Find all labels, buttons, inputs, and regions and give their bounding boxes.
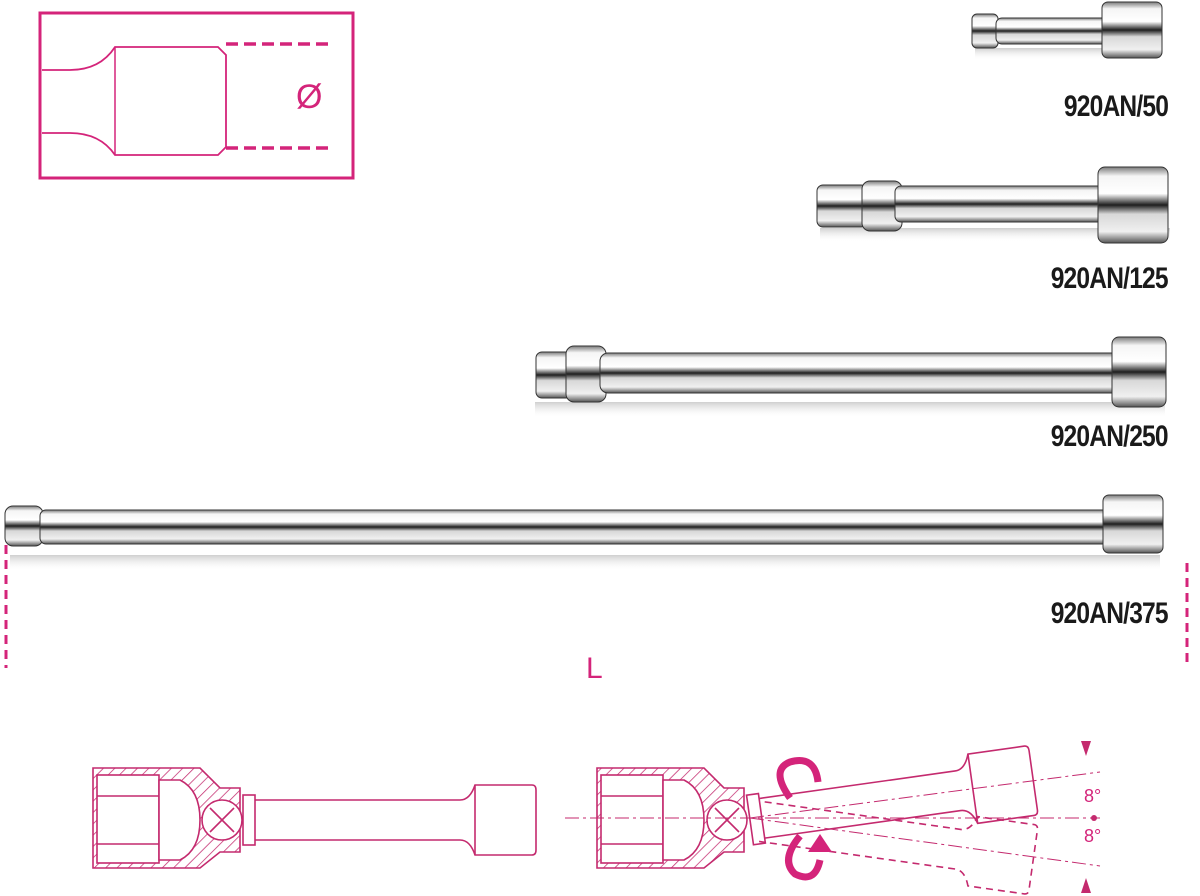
bar-920an-250 <box>535 336 1167 418</box>
diameter-symbol: Ø <box>296 78 323 116</box>
length-label: L <box>586 652 603 685</box>
product-code-920an-50: 920AN/50 <box>1063 90 1169 123</box>
bar-920an-375 <box>4 494 1164 571</box>
product-code-920an-250: 920AN/250 <box>1050 420 1169 453</box>
upper-angle-label: 8° <box>1084 786 1102 806</box>
lower-angle-label: 8° <box>1084 826 1102 846</box>
bar-920an-50 <box>971 1 1163 60</box>
rotation-arrow-top-icon <box>776 757 822 801</box>
rotation-arrow-head-icon <box>808 834 832 852</box>
angle-marker-top-icon <box>1081 741 1091 756</box>
angle-marker-bottom-icon <box>1081 878 1091 893</box>
product-code-920an-375: 920AN/375 <box>1050 597 1169 630</box>
bar-920an-125 <box>816 166 1170 244</box>
product-code-920an-125: 920AN/125 <box>1050 262 1169 295</box>
